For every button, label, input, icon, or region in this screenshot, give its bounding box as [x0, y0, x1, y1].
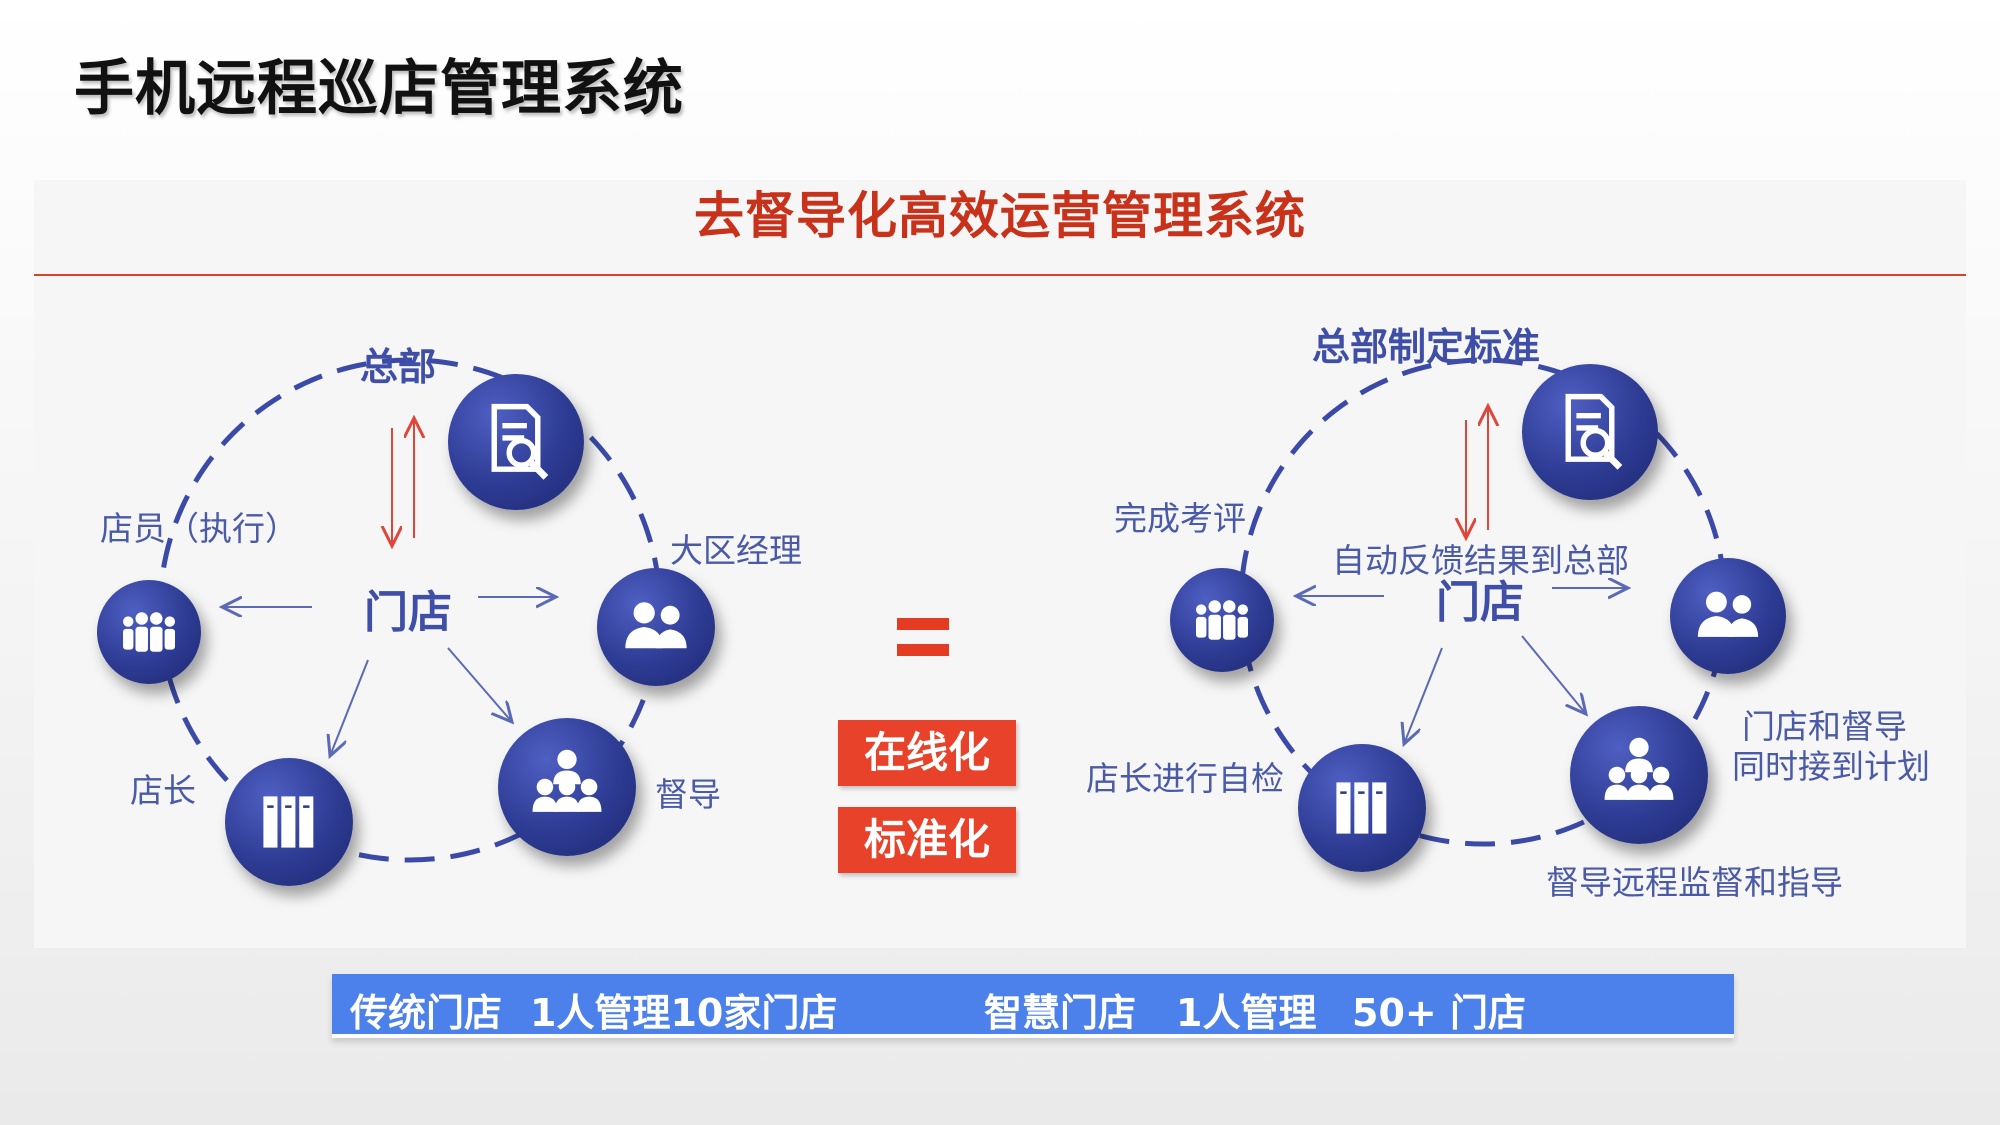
page-title: 手机远程巡店管理系统	[74, 54, 684, 124]
people-group-icon	[123, 612, 175, 652]
smart-store-manager: 1人管理	[1176, 991, 1317, 1035]
right-node-clerk	[1170, 568, 1274, 672]
smart-store-count: 50+ 门店	[1352, 991, 1526, 1035]
right-label-remote-guidance: 督导远程监督和指导	[1546, 863, 1843, 902]
smart-store-label: 智慧门店	[984, 991, 1137, 1035]
left-node-clerk	[97, 580, 201, 684]
people-group-icon	[1196, 600, 1248, 640]
document-search-icon	[491, 403, 549, 480]
two-person-icon	[625, 602, 687, 649]
left-label-store-manager: 店长	[130, 771, 196, 810]
two-person-icon	[1697, 591, 1759, 637]
left-node-region-manager	[597, 568, 715, 686]
left-node-hq	[448, 374, 584, 510]
right-label-plan-line1: 门店和督导	[1742, 707, 1907, 746]
left-node-supervisor	[498, 718, 636, 856]
equals-sign	[897, 618, 949, 670]
traditional-store-label: 传统门店	[350, 991, 503, 1035]
right-label-hub: 门店	[1436, 577, 1524, 628]
book-stack-icon	[1336, 782, 1387, 834]
left-label-clerk: 店员（执行）	[100, 509, 298, 548]
left-label-region-manager: 大区经理	[670, 531, 802, 570]
org-team-icon	[1604, 737, 1674, 800]
right-arrow-to-manager	[1404, 647, 1443, 744]
subtitle-divider	[34, 274, 1966, 276]
document-search-icon	[1565, 393, 1623, 470]
right-label-evaluation: 完成考评	[1114, 499, 1246, 538]
org-team-icon	[532, 749, 602, 812]
left-arrow-to-supervisor	[447, 647, 512, 722]
right-label-hq-standard: 总部制定标准	[1312, 325, 1541, 369]
right-node-supervisor	[1570, 706, 1708, 844]
right-node-region-manager	[1670, 558, 1786, 674]
left-arrow-to-manager	[330, 659, 369, 756]
right-arrow-to-supervisor	[1521, 635, 1586, 714]
online-badge: 在线化	[838, 720, 1016, 786]
right-label-plan-line2: 同时接到计划	[1732, 747, 1930, 786]
traditional-store-ratio: 1人管理10家门店	[530, 991, 838, 1035]
left-label-hub: 门店	[364, 587, 452, 638]
left-label-hq: 总部	[360, 345, 437, 389]
right-label-self-check: 店长进行自检	[1086, 759, 1284, 798]
right-node-hq	[1522, 364, 1658, 500]
right-label-feedback: 自动反馈结果到总部	[1332, 541, 1629, 580]
subtitle: 去督导化高效运营管理系统	[694, 187, 1306, 245]
left-label-supervisor: 督导	[655, 775, 721, 814]
left-node-store-manager	[225, 758, 353, 886]
standard-badge: 标准化	[838, 807, 1016, 873]
right-node-store-manager	[1298, 744, 1426, 872]
comparison-bar: 传统门店 1人管理10家门店 智慧门店 1人管理 50+ 门店	[332, 974, 1734, 1038]
book-stack-icon	[263, 796, 314, 848]
